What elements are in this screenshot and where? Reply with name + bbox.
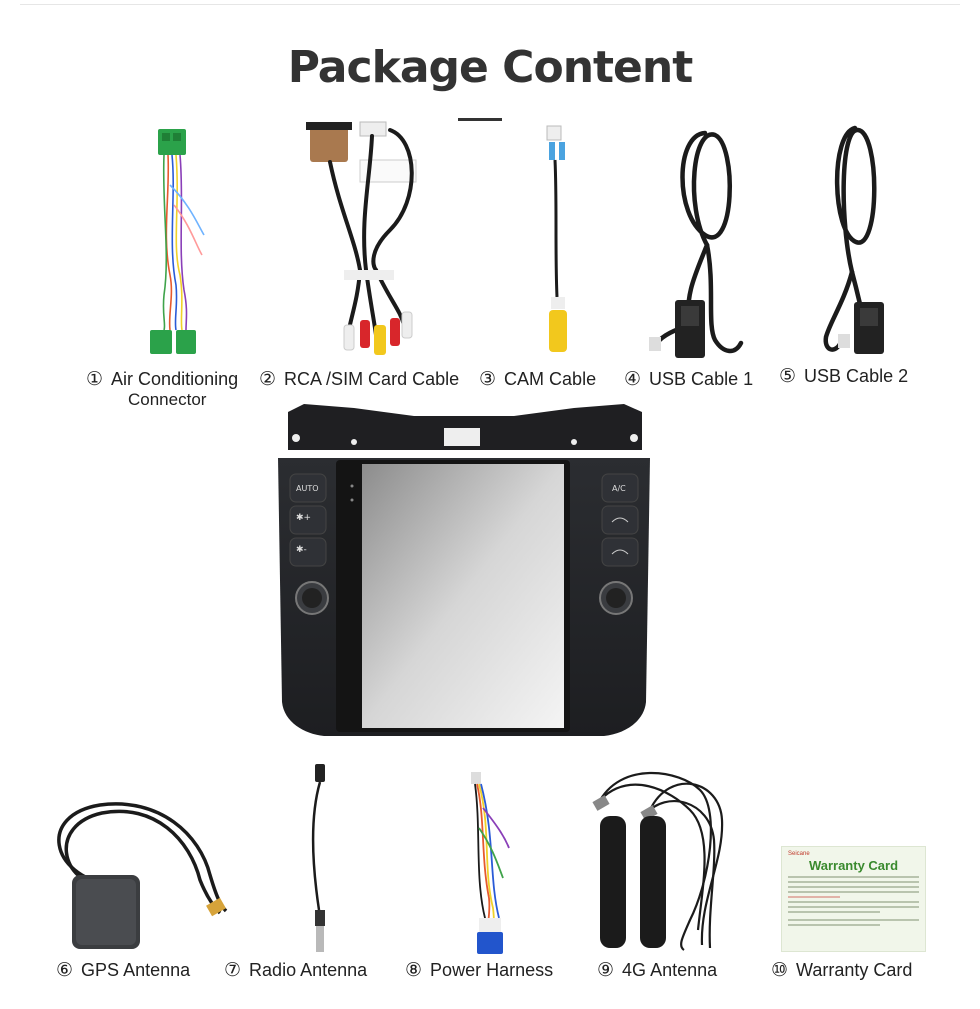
radio-antenna-image bbox=[305, 760, 335, 955]
auto-button-label: AUTO bbox=[296, 484, 319, 493]
svg-text:✱-: ✱- bbox=[296, 545, 307, 555]
gps-antenna-image bbox=[40, 795, 240, 955]
rca-sim-card-cable-image bbox=[300, 120, 430, 360]
title-underline bbox=[458, 118, 502, 121]
svg-text:✱+: ✱+ bbox=[296, 513, 311, 523]
warranty-card-image: Seicane Warranty Card bbox=[781, 846, 926, 952]
air-conditioning-connector-image bbox=[140, 125, 220, 360]
warranty-card-title: Warranty Card bbox=[808, 858, 899, 873]
usb-cable-1-image bbox=[645, 125, 755, 365]
warranty-card-brand: Seicane bbox=[788, 851, 810, 857]
item-1-label-line2: Connector bbox=[128, 390, 207, 409]
usb-cable-2-image bbox=[810, 122, 900, 362]
ac-button-label: A/C bbox=[612, 484, 626, 493]
head-unit-image: ✱+ ✱- AUTO A/C bbox=[274, 402, 654, 750]
power-harness-image bbox=[465, 768, 515, 958]
cam-cable-image bbox=[535, 122, 585, 362]
4g-antenna-image bbox=[590, 770, 730, 955]
page-title: Package Content bbox=[287, 42, 694, 93]
top-divider bbox=[20, 4, 960, 5]
